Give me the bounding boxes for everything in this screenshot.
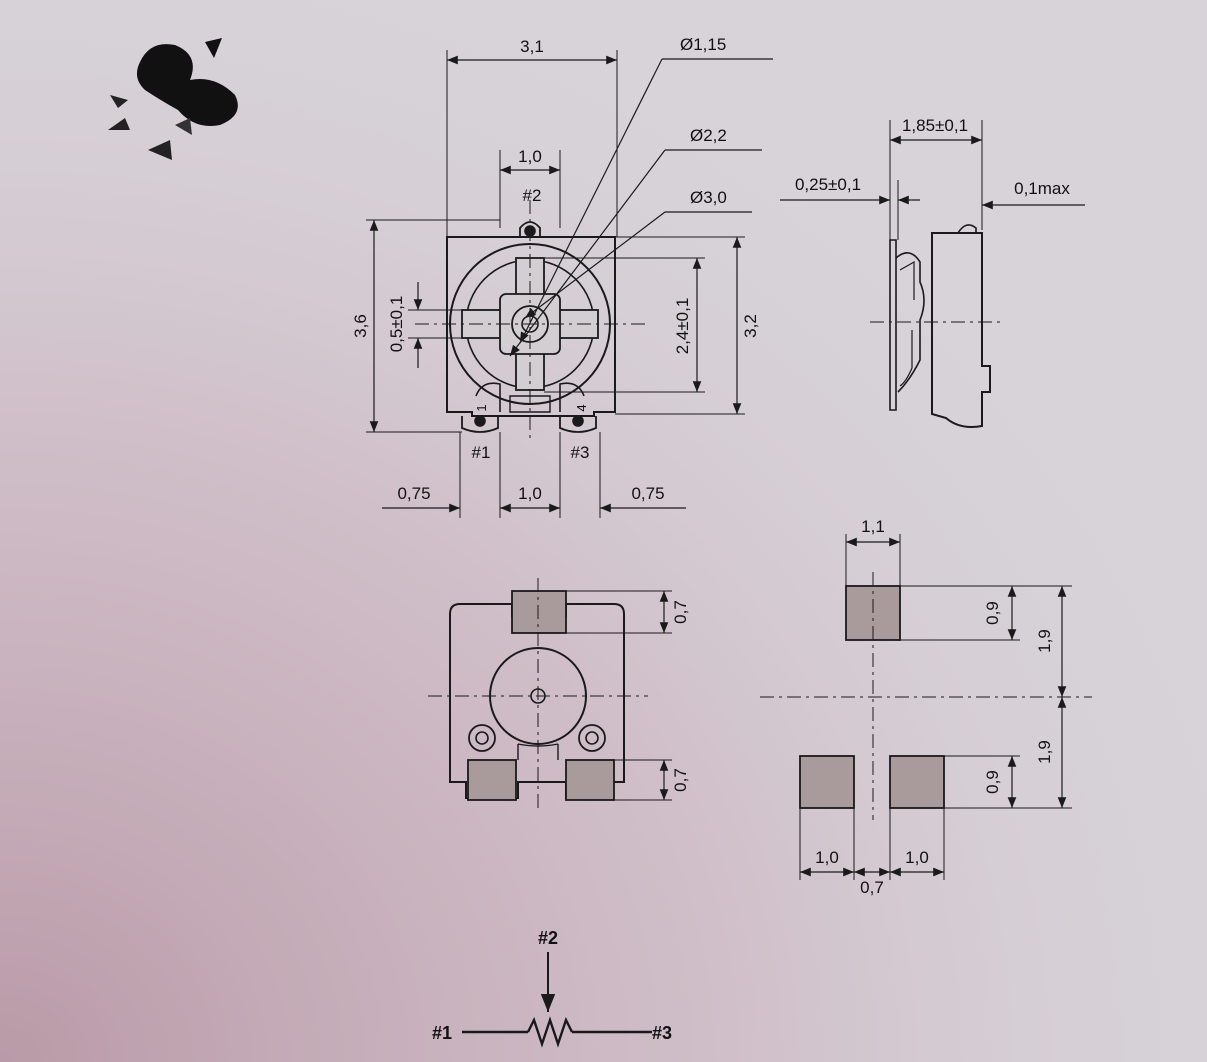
side-view (780, 120, 1085, 428)
land-pattern (760, 534, 1092, 880)
dim-left-offset: 0,75 (397, 484, 430, 503)
dim-top-pad-height: 0,7 (671, 600, 690, 624)
bottom-view (428, 578, 672, 812)
dim-inner-height: 2,4±0,1 (673, 298, 692, 355)
dim-land-pad-right-width: 1,0 (905, 848, 929, 867)
dim-body-height: 3,2 (741, 314, 760, 338)
dim-tab-width: 1,0 (518, 147, 542, 166)
dim-pin-pitch: 1,0 (518, 484, 542, 503)
top-view-labels: 3,1 Ø1,15 Ø2,2 Ø3,0 1,0 #2 3,6 0,5±0,1 2… (351, 35, 760, 503)
dim-land-pitch-top: 1,9 (1035, 629, 1054, 653)
bottom-pad-top (511, 590, 567, 634)
schematic-right-label: #3 (652, 1023, 672, 1043)
dim-bottom-pad-height: 0,7 (671, 768, 690, 792)
land-pattern-labels: 1,1 0,9 1,9 1,9 0,9 1,0 1,0 0,7 (815, 517, 1054, 897)
top-view (366, 50, 773, 518)
dim-diameter-1-15: Ø1,15 (680, 35, 726, 54)
dim-max-clearance: 0,1max (1014, 179, 1070, 198)
pin-1-label: #1 (472, 443, 491, 462)
dim-land-gap: 0,7 (860, 878, 884, 897)
dim-width: 3,1 (520, 37, 544, 56)
dim-land-pad-left-width: 1,0 (815, 848, 839, 867)
top-view-body (446, 236, 616, 417)
schematic-left-label: #1 (432, 1023, 452, 1043)
schematic-labels: #2 #1 #3 (432, 928, 672, 1043)
dim-land-pitch-bottom: 1,9 (1035, 740, 1054, 764)
dim-lead-thickness: 0,25±0,1 (795, 175, 861, 194)
dim-land-pad-height-top: 0,9 (983, 601, 1002, 625)
bottom-view-labels: 0,7 0,7 (671, 600, 690, 792)
body-mark-1: 1 (474, 404, 489, 411)
dim-land-pad-width: 1,1 (861, 517, 885, 536)
dim-total-height: 3,6 (351, 314, 370, 338)
pin-2-label: #2 (523, 186, 542, 205)
dim-diameter-3-0: Ø3,0 (690, 188, 727, 207)
dim-depth: 1,85±0,1 (902, 116, 968, 135)
pin-3-label: #3 (571, 443, 590, 462)
side-view-labels: 1,85±0,1 0,25±0,1 0,1max (795, 116, 1070, 198)
schematic-symbol (462, 952, 652, 1048)
side-view-body (931, 232, 991, 428)
bottom-pad-right (565, 759, 615, 801)
dim-right-offset: 0,75 (631, 484, 664, 503)
body-mark-4: 4 (574, 404, 589, 411)
dim-slot-width: 0,5±0,1 (387, 296, 406, 353)
land-pad-left (799, 755, 855, 809)
dim-land-pad-height-bottom: 0,9 (983, 770, 1002, 794)
resistor-zigzag (526, 1016, 574, 1048)
bottom-pad-left (467, 759, 517, 801)
ink-stamp-logo (108, 38, 238, 160)
dim-diameter-2-2: Ø2,2 (690, 126, 727, 145)
land-pad-right (889, 755, 945, 809)
schematic-wiper-label: #2 (538, 928, 558, 948)
